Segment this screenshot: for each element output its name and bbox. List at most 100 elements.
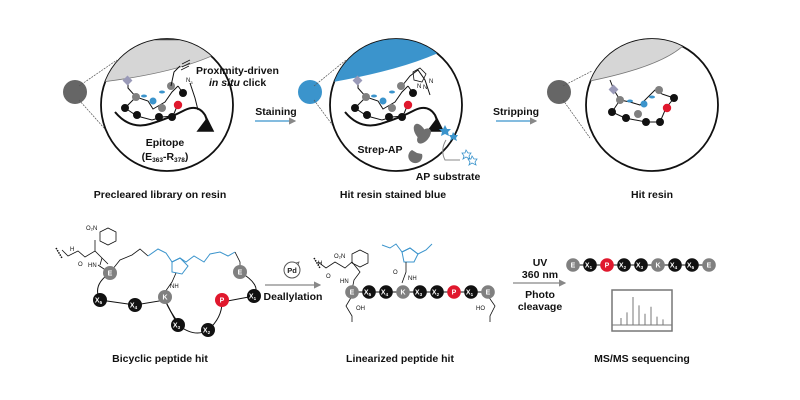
- wavy-attachment: [55, 247, 63, 259]
- residue-label: P: [452, 290, 457, 297]
- staining-label: Staining: [255, 106, 296, 118]
- residue-x3: X3: [171, 318, 185, 332]
- linear-residue-e: E: [345, 285, 359, 299]
- ms-residue-x3: X3: [634, 258, 648, 272]
- deallylation-step: Pd Deallylation: [264, 261, 323, 303]
- ap-substrate-stars: [461, 149, 478, 166]
- residue-label: K: [400, 290, 405, 297]
- epitope-range: (E363-R378): [142, 151, 189, 164]
- ms-residue-x5: X5: [685, 258, 699, 272]
- o-label: O: [78, 262, 83, 268]
- glu-sidechain-right: [487, 295, 496, 322]
- residue-bead: [158, 290, 172, 304]
- no2-label: O₂N: [334, 254, 345, 260]
- staining-step: Staining: [255, 106, 297, 125]
- residue-label: P: [605, 263, 610, 270]
- deallylation-label: Deallylation: [264, 291, 323, 303]
- strep-ap-label: Strep-AP: [358, 144, 403, 156]
- caption-msms: MS/MS sequencing: [594, 353, 690, 365]
- photocleavage-step: UV 360 nm Photo cleavage: [513, 257, 567, 313]
- linear-residue-p: P: [447, 285, 461, 299]
- allyl-linker: [147, 248, 236, 263]
- ms-residue-x4: X4: [668, 258, 682, 272]
- wavy-attachment: [313, 257, 321, 269]
- residue-label: P: [220, 298, 225, 305]
- panel-hit-resin: Hit resin: [547, 38, 719, 201]
- glu-sidechain-left: [345, 295, 353, 322]
- residue-label: E: [238, 270, 243, 277]
- residue-label: K: [655, 263, 660, 270]
- photo-label: Photo: [525, 289, 555, 301]
- residue-label: X1: [585, 263, 593, 271]
- ms-residue-x2: X2: [617, 258, 631, 272]
- triazole-n2: N: [423, 85, 427, 91]
- nitrophenyl-ring: [99, 227, 117, 246]
- click-label-line1: Proximity-driven: [196, 65, 279, 77]
- substrate-path: [442, 139, 460, 161]
- bicyclic-peptide-free: [608, 79, 678, 126]
- linear-residue-x3: X3: [413, 285, 427, 299]
- epitope-strand: [344, 106, 445, 132]
- resin-bead-small: [547, 80, 571, 104]
- residue-bead: [413, 285, 427, 299]
- residue-label: X5: [364, 290, 372, 298]
- epitope-strand: [114, 106, 215, 132]
- residue-bead: [247, 289, 261, 303]
- linear-residue-k: K: [396, 285, 410, 299]
- residue-bead: [566, 258, 580, 272]
- caption-linearized: Linearized peptide hit: [346, 353, 454, 365]
- panel-stained: N N N Strep-AP AP substrate Hit resin st…: [298, 38, 480, 201]
- epitope-title: Epitope: [146, 137, 185, 149]
- amide-link: [164, 272, 177, 293]
- residue-label: X4: [381, 290, 389, 298]
- azide-label: N3: [186, 78, 193, 85]
- nitrophenyl-ring: [351, 249, 369, 268]
- residue-bead: [464, 285, 478, 299]
- oh-label-left: OH: [356, 306, 365, 312]
- o-label: O: [326, 274, 331, 280]
- bicyclic-peptide-on-resin: [121, 59, 199, 121]
- residue-bead: [379, 285, 393, 299]
- residue-label: X1: [466, 290, 474, 298]
- residue-label: E: [707, 263, 712, 270]
- resin-bead-small: [63, 80, 87, 104]
- h-label: H: [318, 261, 322, 267]
- residue-label: E: [486, 290, 491, 297]
- residue-bead: [201, 323, 215, 337]
- no2-label: O₂N: [86, 226, 97, 232]
- resin-bead-small-blue: [298, 80, 322, 104]
- residue-bead: [215, 293, 229, 307]
- residue-bead: [668, 258, 682, 272]
- caption-stained: Hit resin stained blue: [340, 189, 446, 201]
- residue-bead: [583, 258, 597, 272]
- caption-hit-resin: Hit resin: [631, 189, 673, 201]
- zoom-line-top: [313, 59, 347, 87]
- linear-residue-x1: X1: [464, 285, 478, 299]
- pd-catalyst-icon: [283, 261, 301, 279]
- residue-bead: [362, 285, 376, 299]
- ms-spectrum-peaks: [620, 297, 664, 325]
- ms-residue-k: K: [651, 258, 665, 272]
- residue-bead: [702, 258, 716, 272]
- residue-bead: [103, 266, 117, 280]
- residue-bead: [447, 285, 461, 299]
- stripping-label: Stripping: [493, 106, 539, 118]
- amide-o-label: O: [393, 270, 398, 276]
- residue-bead: [430, 285, 444, 299]
- residue-x1: X1: [247, 289, 261, 303]
- residue-bead: [600, 258, 614, 272]
- residue-bead: [93, 293, 107, 307]
- ms-residue-x1: X1: [583, 258, 597, 272]
- ms-spectrum-frame: [611, 289, 673, 332]
- amide-nh-label: NH: [170, 284, 179, 290]
- linear-residue-e: E: [481, 285, 495, 299]
- ms-residue-e: E: [566, 258, 580, 272]
- residue-bead: [233, 265, 247, 279]
- residue-x4: X4: [128, 298, 142, 312]
- linear-residue-x5: X5: [362, 285, 376, 299]
